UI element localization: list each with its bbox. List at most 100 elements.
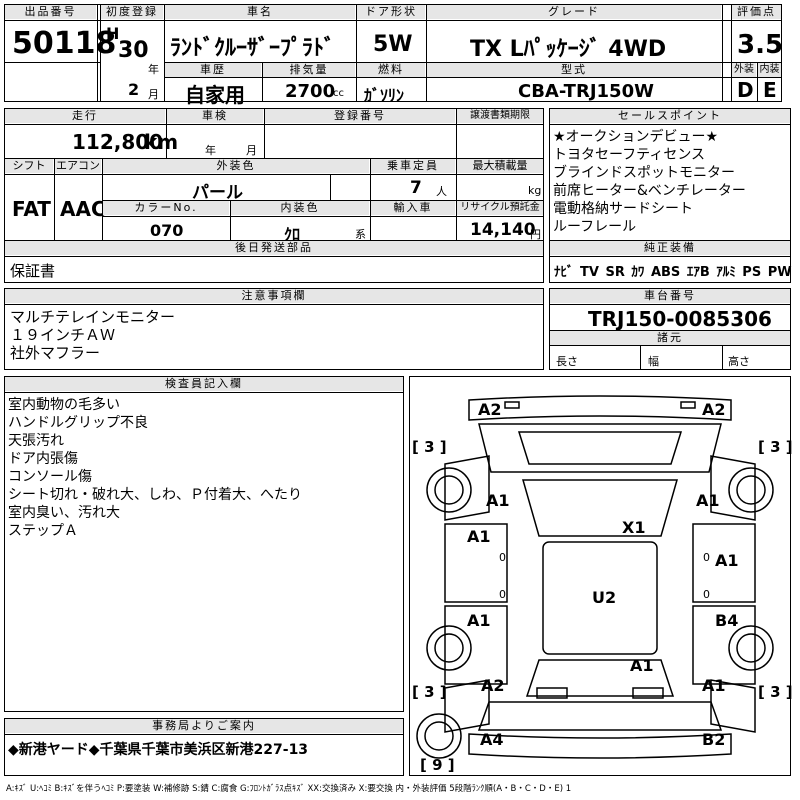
inspector-item: 室内動物の毛多い [8,397,120,413]
length-label: 長さ [556,355,578,368]
model-label: 型式 [427,63,721,77]
load-unit: kg [528,184,542,197]
reg-year: 30 [118,38,149,63]
office-text: ◆新港ヤード◆千葉県千葉市美浜区新港227-13 [8,742,309,758]
shift: FAT [12,197,51,221]
displacement: 2700 [285,81,336,102]
legend: A:ｷｽﾞ U:ﾍｺﾐ B:ｷｽﾞを伴うﾍｺﾐ P:要塗装 W:補修跡 S:錆 … [6,784,572,794]
grade-label: グレード [427,5,721,19]
mark-rear-right: B2 [702,730,726,749]
later-parts: 保証書 [10,262,56,280]
tire-rr [728,625,774,671]
mark-rear-center: A1 [630,656,654,675]
right-rear-door [692,605,756,685]
equipment-item: ｶﾜ [631,265,645,280]
sales-point: トヨタセーフティセンス [553,147,706,163]
door-label: ドア形状 [357,5,425,19]
mark-front-left-top: A2 [478,400,502,419]
windshield [522,479,678,537]
left-quarter [444,679,490,733]
color-no: 070 [150,221,184,240]
notes-block [4,288,544,370]
displacement-label: 排気量 [263,63,355,77]
notes-list: マルチテレインモニター １９インチＡＷ 社外マフラー [10,308,175,362]
history-label: 車歴 [165,63,261,77]
inspector-item: 室内臭い、汚れ大 [8,505,120,521]
capacity-unit: 人 [436,185,447,198]
capacity-label: 乗車定員 [371,159,455,173]
mark-fl-fender: A1 [486,491,510,510]
equipment-list: ﾅﾋﾞ TV SR ｶﾜ ABS ｴｱB ｱﾙﾐ PS PW [554,261,792,280]
inspection-label: 車検 [167,109,263,123]
sales-points-label: セールスポイント [550,109,790,123]
car-name-label: 車名 [165,5,355,19]
mark-fr-tire: [ 3 ] [758,438,793,456]
inspector-item: ハンドルグリップ不良 [8,415,148,431]
fuel-label: 燃料 [357,63,425,77]
inspector-label: 検査員記入欄 [5,377,403,391]
office-label: 事務局よりご案内 [5,719,403,733]
inspection-year-unit: 年 [205,144,216,157]
right-quarter [710,679,756,733]
note-item: マルチテレインモニター [10,308,176,326]
mark-rl-quarter: A2 [481,676,505,695]
equipment-item: ABS [650,265,681,280]
front-bumper [468,395,732,421]
color-no-label: カラーNo. [103,201,229,215]
later-parts-label: 後日発送部品 [5,241,543,255]
left-rear-door [444,605,508,685]
width-label: 幅 [648,355,659,368]
grade: TX Lﾊﾟｯｹｰｼﾞ 4WD [470,37,667,62]
interior-color-label: 内装色 [231,201,369,215]
car-name: ﾗﾝﾄﾞｸﾙｰｻﾞｰﾌﾟﾗﾄﾞ [170,36,336,61]
interior-color-unit: 系 [355,228,366,241]
sales-point: 前席ヒーター&ベンチレーター [553,183,746,199]
tire-fl [426,467,472,513]
chassis-number: TRJ150-0085306 [588,307,772,331]
sales-point: ★オークションデビュー★ [553,129,719,145]
notes-label: 注意事項欄 [5,289,543,303]
recycle-label: リサイクル預託金 [457,201,543,215]
score: 3.5 [737,30,784,60]
specs-label: 諸元 [550,331,790,345]
mark-rr-door: B4 [715,611,739,630]
sales-point: 電動格納サードシート [553,201,693,217]
mark-fl-tire: [ 3 ] [412,438,447,456]
equipment-item: ﾅﾋﾞ [554,265,574,280]
reg-no-label: 登録番号 [265,109,455,123]
ac: AAC [60,197,106,221]
transfer-label: 譲渡書類期限 [457,109,543,123]
equipment-item: SR [605,265,625,280]
interior-label: 内装 [758,63,781,77]
mark-door-right-upper: 0 [703,551,710,564]
capacity: 7 [410,178,422,198]
inspector-list: 室内動物の毛多い ハンドルグリップ不良 天張汚れ ドア内張傷 コンソール傷 シー… [8,396,302,540]
note-item: １９インチＡＷ [10,326,116,344]
rear-glass [525,659,675,697]
history: 自家用 [185,83,245,107]
sales-point: ブラインドスポットモニター [553,165,735,181]
mileage: 112,800 [72,130,164,154]
color-label: 外装色 [103,159,369,173]
inspector-item: ドア内張傷 [8,451,78,467]
equipment-label: 純正装備 [550,241,790,255]
recycle: 14,140 [470,220,536,240]
front-marker [504,401,520,409]
era: H [106,24,120,43]
chassis-label: 車台番号 [550,289,790,303]
chassis-block [549,288,791,370]
mark-spare-tire: [ 9 ] [420,756,455,774]
mark-fr-fender: A1 [696,491,720,510]
fuel: ｶﾞｿﾘﾝ [364,86,405,105]
mark-front-right-top: A2 [702,400,726,419]
load-label: 最大積載量 [457,159,543,173]
right-front-fender [710,455,756,521]
inspector-block [4,376,404,712]
note-item: 社外マフラー [10,344,101,362]
sales-points-block [549,108,791,283]
model: CBA-TRJ150W [518,81,654,102]
ac-label: エアコン [55,159,101,173]
exterior-score: D [737,78,754,102]
office-block [4,718,404,776]
tire-rl [426,625,472,671]
